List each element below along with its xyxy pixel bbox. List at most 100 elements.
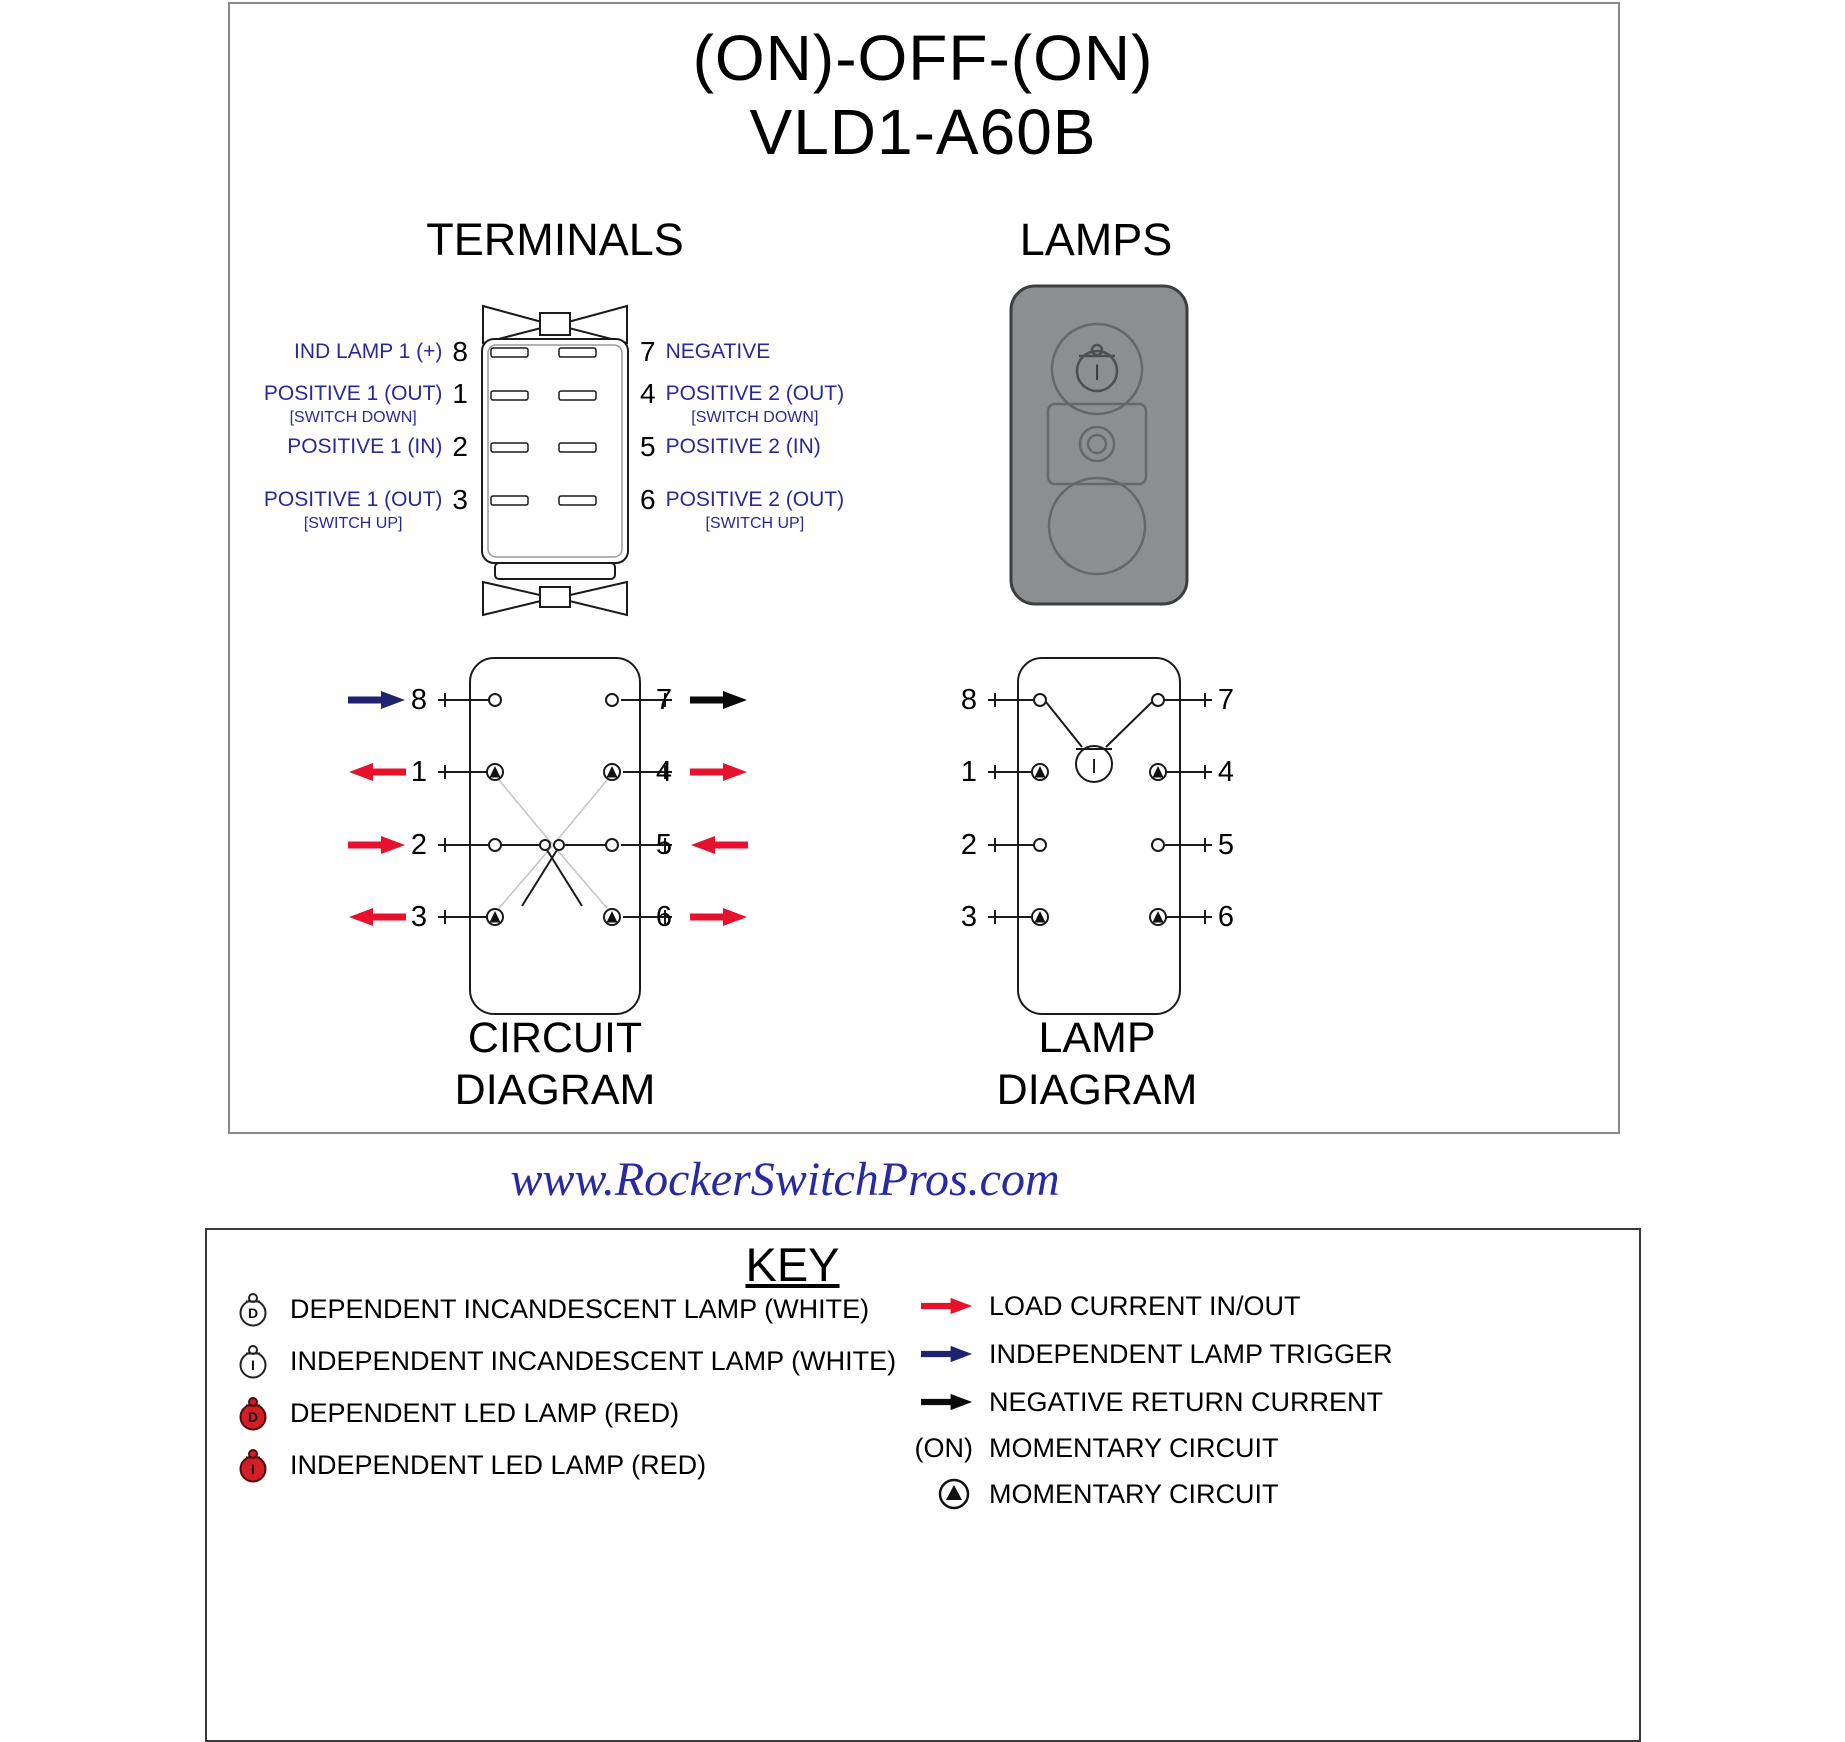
- svg-text:I: I: [251, 1357, 255, 1373]
- legend-on-momentary-circuit: (ON) MOMENTARY CIRCUIT: [905, 1427, 1279, 1469]
- terminals-switch-rear-graphic: [481, 304, 629, 617]
- terminal-label: IND LAMP 1 (+): [294, 340, 443, 363]
- terminal-sublabel: [SWITCH UP]: [705, 515, 805, 532]
- lamp-pin-number-1: 1: [960, 756, 978, 788]
- legend-independent-lamp-trigger: INDEPENDENT LAMP TRIGGER: [905, 1333, 1393, 1375]
- load-current-out-arrow-pin4: [690, 763, 747, 781]
- circuit-diagram-heading-line1: CIRCUIT: [467, 1014, 643, 1062]
- circuit-pin-number-2: 2: [410, 829, 428, 861]
- terminal-label: POSITIVE 1 (OUT): [263, 488, 443, 511]
- lamp-diagram-lamp-letter: I: [1091, 756, 1097, 778]
- lamp-pin-number-7: 7: [1217, 684, 1235, 716]
- key-heading: KEY: [745, 1238, 840, 1291]
- terminal-sublabel: [SWITCH DOWN]: [691, 409, 819, 426]
- load-current-in-arrow-pin2: [348, 836, 405, 854]
- terminal-label: POSITIVE 2 (IN): [665, 435, 821, 458]
- terminal-row-4: 4 POSITIVE 2 (OUT) [SWITCH DOWN]: [640, 380, 940, 427]
- terminal-row-6: 6 POSITIVE 2 (OUT) [SWITCH UP]: [640, 486, 940, 533]
- terminal-row-8: IND LAMP 1 (+) 8: [198, 338, 468, 366]
- switch-action-title: (ON)-OFF-(ON): [692, 22, 1154, 94]
- lamps-heading: LAMPS: [1019, 214, 1173, 265]
- lamp-actuator-graphic: I: [1009, 284, 1189, 606]
- circuit-pin-number-4: 4: [655, 756, 673, 788]
- load-current-in-arrow-pin5: [691, 836, 748, 854]
- independent-lamp-trigger-arrow-icon: [905, 1345, 973, 1363]
- independent-led-lamp-icon: I: [232, 1445, 274, 1485]
- terminal-row-1: POSITIVE 1 (OUT) [SWITCH DOWN] 1: [198, 380, 468, 427]
- load-current-out-arrow-pin1: [349, 763, 406, 781]
- website-url: www.RockerSwitchPros.com: [510, 1153, 1060, 1206]
- terminal-number: 2: [452, 431, 468, 462]
- independent-lamp-trigger-arrow: [348, 691, 405, 709]
- load-current-out-arrow-pin6: [690, 908, 747, 926]
- legend-label: LOAD CURRENT IN/OUT: [989, 1291, 1301, 1321]
- terminal-number: 4: [640, 378, 656, 409]
- legend-negative-return-current: NEGATIVE RETURN CURRENT: [905, 1381, 1383, 1423]
- legend-dependent-incandescent-lamp: D DEPENDENT INCANDESCENT LAMP (WHITE): [232, 1288, 869, 1330]
- circuit-pin-number-6: 6: [655, 901, 673, 933]
- circuit-diagram-heading-line2: DIAGRAM: [454, 1066, 656, 1114]
- svg-text:D: D: [248, 1409, 258, 1425]
- terminal-label: POSITIVE 2 (OUT): [665, 382, 845, 405]
- key-box-border: [205, 1228, 1641, 1742]
- terminal-row-3: POSITIVE 1 (OUT) [SWITCH UP] 3: [198, 486, 468, 533]
- lamp-pin-number-2: 2: [960, 829, 978, 861]
- terminal-number: 1: [452, 378, 468, 409]
- dependent-wiring-curves: [498, 779, 608, 909]
- terminal-label: POSITIVE 1 (IN): [287, 435, 443, 458]
- terminal-row-5: 5 POSITIVE 2 (IN): [640, 433, 940, 461]
- diagram-panel-border: [228, 2, 1620, 1134]
- model-number-title: VLD1-A60B: [749, 96, 1097, 168]
- terminal-label: NEGATIVE: [665, 340, 771, 363]
- legend-label: DEPENDENT LED LAMP (RED): [290, 1398, 680, 1428]
- terminal-number: 8: [452, 336, 468, 367]
- lamp-pin-number-8: 8: [960, 684, 978, 716]
- circuit-diagram-graphic: [438, 657, 672, 1015]
- legend-load-current: LOAD CURRENT IN/OUT: [905, 1285, 1301, 1327]
- legend-label: DEPENDENT INCANDESCENT LAMP (WHITE): [290, 1294, 870, 1324]
- legend-label: NEGATIVE RETURN CURRENT: [989, 1387, 1384, 1417]
- terminal-row-7: 7 NEGATIVE: [640, 338, 940, 366]
- terminal-sublabel: [SWITCH DOWN]: [289, 409, 417, 426]
- momentary-contact-triangles: [489, 766, 618, 923]
- momentary-contact-icon: [905, 1475, 973, 1513]
- lamp-pin-number-5: 5: [1217, 829, 1235, 861]
- dependent-led-lamp-icon: D: [232, 1393, 274, 1433]
- load-current-out-arrow-pin3: [349, 908, 406, 926]
- actuator-lamp-letter: I: [1094, 360, 1100, 385]
- circuit-pin-number-3: 3: [410, 901, 428, 933]
- legend-independent-incandescent-lamp: I INDEPENDENT INCANDESCENT LAMP (WHITE): [232, 1340, 896, 1382]
- on-momentary-text: (ON): [914, 1433, 973, 1463]
- lamp-diagram-graphic: I: [988, 657, 1212, 1015]
- lamp-diagram-heading-line2: DIAGRAM: [996, 1066, 1198, 1114]
- terminal-row-2: POSITIVE 1 (IN) 2: [198, 433, 468, 461]
- lamp-pin-number-3: 3: [960, 901, 978, 933]
- terminal-label: POSITIVE 2 (OUT): [665, 488, 845, 511]
- lamp-pin-number-4: 4: [1217, 756, 1235, 788]
- terminals-heading: TERMINALS: [426, 214, 684, 265]
- independent-lamp-symbol-icon: [1075, 343, 1119, 393]
- negative-return-arrow-icon: [905, 1393, 973, 1411]
- dependent-incandescent-lamp-icon: D: [232, 1289, 274, 1329]
- legend-independent-led-lamp: I INDEPENDENT LED LAMP (RED): [232, 1444, 706, 1486]
- legend-label: MOMENTARY CIRCUIT: [989, 1479, 1279, 1509]
- terminal-label: POSITIVE 1 (OUT): [263, 382, 443, 405]
- lamp-pin-number-6: 6: [1217, 901, 1235, 933]
- independent-incandescent-lamp-icon: I: [232, 1341, 274, 1381]
- terminal-number: 6: [640, 484, 656, 515]
- circuit-pin-number-5: 5: [655, 829, 673, 861]
- circuit-diagram-heading: CIRCUIT DIAGRAM: [355, 1012, 755, 1116]
- svg-text:D: D: [248, 1305, 258, 1321]
- legend-label: MOMENTARY CIRCUIT: [989, 1433, 1279, 1463]
- momentary-contact-triangles: [1034, 766, 1164, 923]
- legend-dependent-led-lamp: D DEPENDENT LED LAMP (RED): [232, 1392, 679, 1434]
- legend-label: INDEPENDENT LED LAMP (RED): [290, 1450, 707, 1480]
- legend-label: INDEPENDENT LAMP TRIGGER: [989, 1339, 1393, 1369]
- legend-momentary-contact: MOMENTARY CIRCUIT: [905, 1473, 1279, 1515]
- terminal-number: 5: [640, 431, 656, 462]
- circuit-pin-number-1: 1: [410, 756, 428, 788]
- terminal-sublabel: [SWITCH UP]: [303, 515, 403, 532]
- terminal-number: 3: [452, 484, 468, 515]
- load-current-arrow-icon: [905, 1297, 973, 1315]
